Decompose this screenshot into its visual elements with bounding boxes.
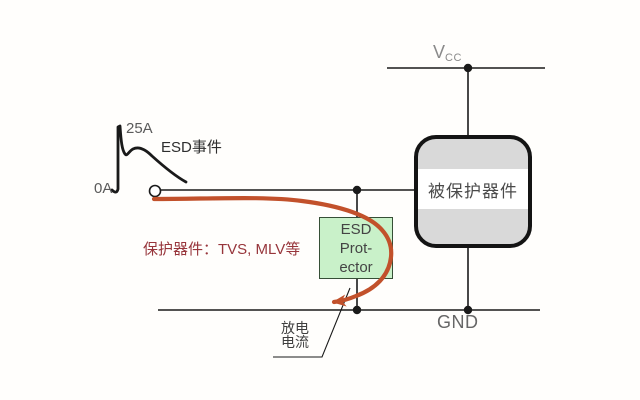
vcc-subscript: CC (445, 52, 462, 64)
gnd-label: GND (437, 312, 479, 332)
junction-dot-device-gnd (463, 305, 473, 315)
esd-protector-label-line1: ESD (340, 220, 372, 238)
esd-protector-box: ESD Prot- ector (319, 217, 393, 279)
esd-event-label: ESD事件 (161, 139, 222, 156)
protected-device-label-band: 被保护器件 (418, 169, 528, 209)
input-terminal-circle (148, 184, 162, 198)
discharge-label-line2: 电流 (281, 334, 309, 350)
junction-dot-vcc (463, 63, 473, 73)
esd-pulse-waveform (110, 124, 188, 194)
esd-protector-label-line3: ector (339, 258, 373, 276)
discharge-current-label: 放电 电流 (281, 321, 309, 349)
discharge-label-line1: 放电 (281, 320, 309, 336)
junction-dot-signal (352, 185, 362, 195)
vcc-symbol: V (433, 42, 446, 62)
protected-device-label: 被保护器件 (428, 181, 518, 201)
protection-devices-note: 保护器件：TVS, MLV等 (143, 241, 301, 258)
protected-device-box: 被保护器件 (414, 135, 532, 248)
junction-dot-protector-gnd (352, 305, 362, 315)
discharge-leader-line (273, 287, 351, 358)
waveform-baseline-label: 0A (94, 180, 113, 197)
esd-protector-label-line2: Prot- (339, 239, 373, 257)
vcc-label: VCC (433, 42, 462, 64)
waveform-peak-label: 25A (126, 120, 153, 137)
